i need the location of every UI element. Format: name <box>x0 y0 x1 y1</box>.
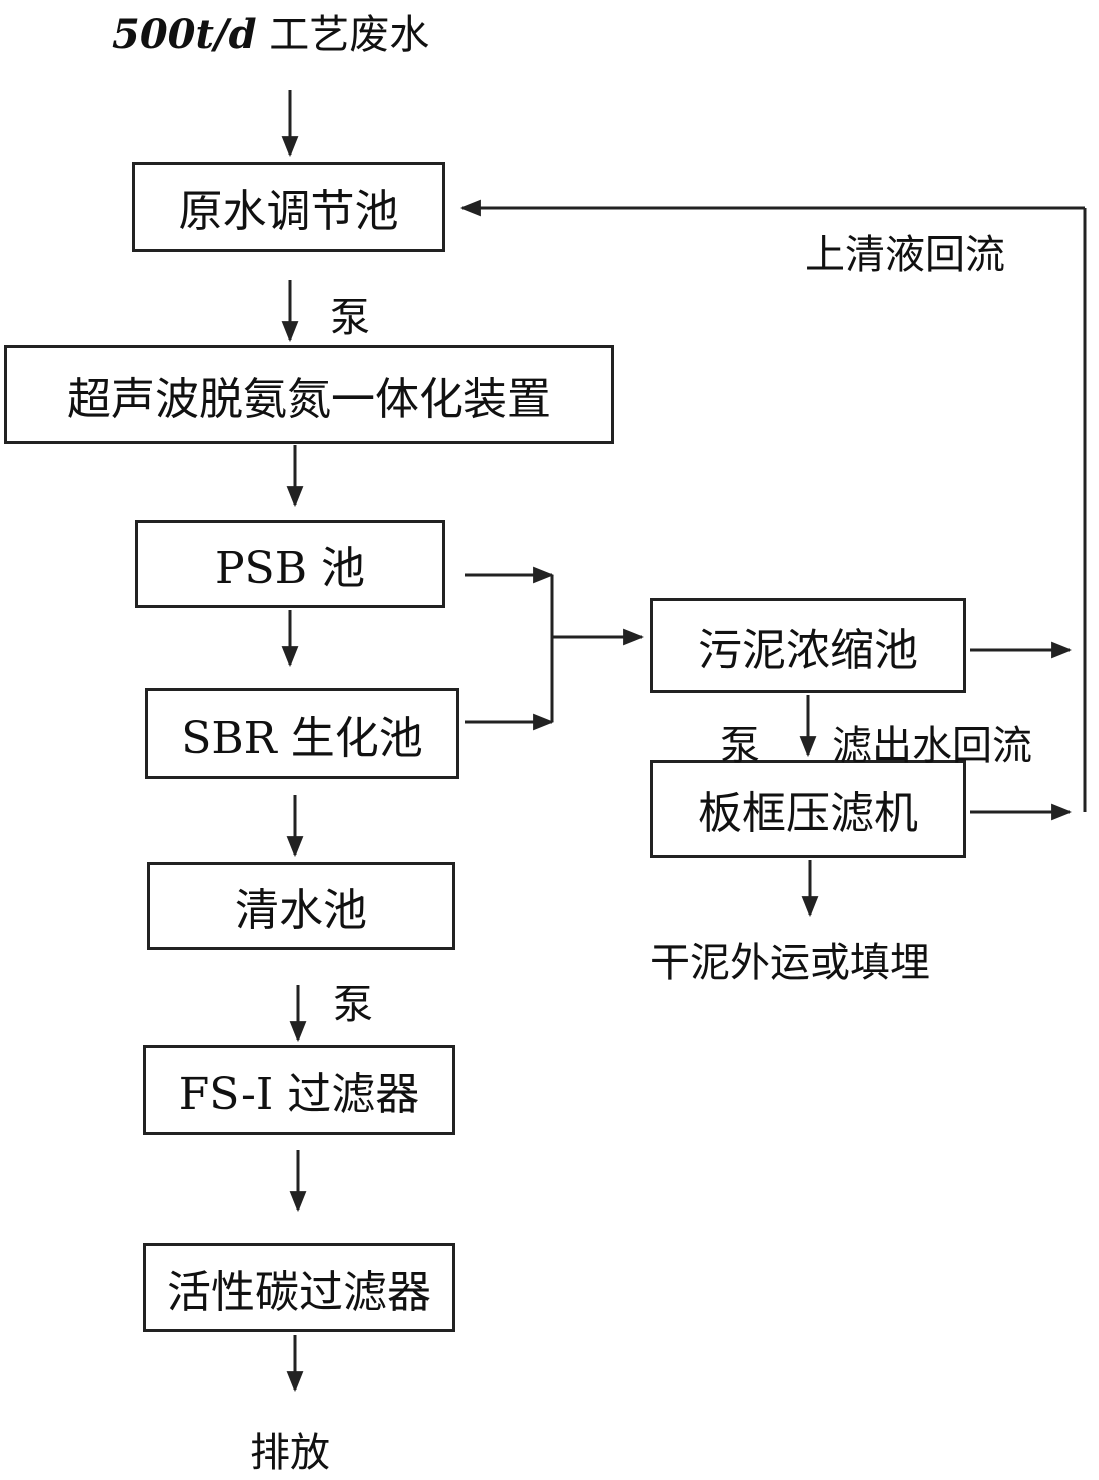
pump-label-2: 泵 <box>720 723 760 769</box>
filter-press-box: 板框压滤机 <box>650 760 966 858</box>
clear-water-tank-box: 清水池 <box>147 862 455 950</box>
psb-tank-box: PSB 池 <box>135 520 445 608</box>
discharge-label: 排放 <box>250 1430 330 1476</box>
pump-label-3: 泵 <box>333 982 373 1028</box>
sludge-thickener-label: 污泥浓缩池 <box>698 624 918 676</box>
filtrate-return-label: 滤出水回流 <box>832 723 1032 769</box>
carbon-filter-label: 活性碳过滤器 <box>167 1266 431 1318</box>
clear-water-tank-label: 清水池 <box>235 885 367 936</box>
diagram-title: 500t/d 工艺废水 <box>112 2 429 60</box>
sbr-tank-label: SBR 生化池 <box>181 712 423 764</box>
dry-sludge-label: 干泥外运或填埋 <box>650 940 930 986</box>
sludge-thickener-box: 污泥浓缩池 <box>650 598 966 693</box>
ultrasonic-unit-label: 超声波脱氨氮一体化装置 <box>67 373 551 425</box>
raw-water-tank-box: 原水调节池 <box>132 162 445 252</box>
fs-filter-label: FS-I 过滤器 <box>178 1069 420 1120</box>
psb-tank-label: PSB 池 <box>214 543 366 594</box>
ultrasonic-unit-box: 超声波脱氨氮一体化装置 <box>4 345 614 444</box>
raw-water-tank-label: 原水调节池 <box>178 186 399 237</box>
sbr-tank-box: SBR 生化池 <box>145 688 459 779</box>
title-text: 工艺废水 <box>269 12 430 58</box>
filter-press-label: 板框压滤机 <box>698 788 918 839</box>
flow-rate: 500t/d <box>112 11 257 58</box>
supernatant-return-label: 上清液回流 <box>805 232 1005 278</box>
carbon-filter-box: 活性碳过滤器 <box>143 1243 455 1332</box>
fs-filter-box: FS-I 过滤器 <box>143 1045 455 1135</box>
pump-label-1: 泵 <box>330 295 370 341</box>
